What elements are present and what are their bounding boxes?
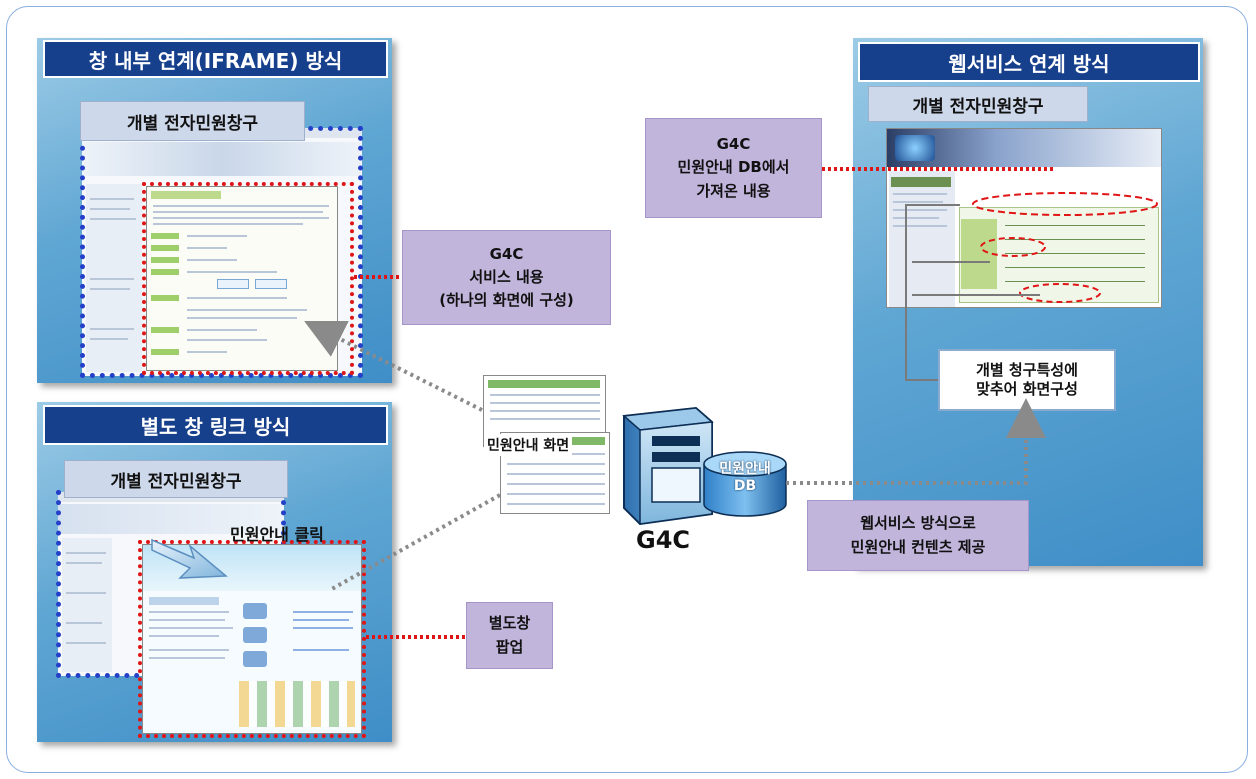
webservice-site-screenshot bbox=[886, 128, 1162, 308]
popup-note-line1: 별도창 bbox=[488, 614, 531, 633]
iframe-panel-title: 창 내부 연계(IFRAME) 방식 bbox=[43, 40, 388, 78]
webservice-provide-note: 웹서비스 방식으로 민원안내 컨텐츠 제공 bbox=[807, 500, 1029, 571]
service-note-line2: 서비스 내용 bbox=[469, 267, 544, 286]
db-label-1: 민원안내 bbox=[719, 461, 771, 477]
webservice-panel-label: 개별 전자민원창구 bbox=[868, 86, 1088, 122]
popup-note-line2: 팝업 bbox=[495, 637, 524, 656]
webservice-provide-note-line1: 웹서비스 방식으로 bbox=[860, 514, 976, 533]
iframe-panel-label: 개별 전자민원창구 bbox=[80, 101, 305, 141]
popup-note: 별도창 팝업 bbox=[466, 602, 553, 669]
popup-outline bbox=[138, 540, 366, 738]
db-note: G4C 민원안내 DB에서 가져온 내용 bbox=[645, 118, 822, 218]
db-label-2: DB bbox=[733, 478, 757, 494]
iframe-content-outline bbox=[142, 182, 354, 375]
service-note-line1: G4C bbox=[489, 244, 524, 263]
link-click-label: 민원안내 클릭 bbox=[230, 525, 324, 544]
link-panel-label: 개별 전자민원창구 bbox=[64, 460, 288, 498]
popup-arrow-icon bbox=[151, 538, 228, 579]
webservice-highlights bbox=[972, 192, 1158, 303]
service-note-line3: (하나의 화면에 구성) bbox=[439, 291, 574, 310]
db-cylinder-icon bbox=[703, 451, 787, 517]
server-label: G4C bbox=[636, 526, 691, 554]
webservice-provide-note-line2: 민원안내 컨텐츠 제공 bbox=[850, 537, 986, 556]
service-note: G4C 서비스 내용 (하나의 화면에 구성) bbox=[402, 230, 611, 325]
custom-layout-note-line1: 개별 청구특성에 bbox=[976, 360, 1078, 379]
custom-layout-note-line2: 맞추어 화면구성 bbox=[976, 380, 1078, 398]
webservice-panel-title: 웹서비스 연계 방식 bbox=[858, 42, 1200, 82]
db-note-line1: G4C bbox=[716, 135, 751, 154]
link-panel-title: 별도 창 링크 방식 bbox=[43, 405, 388, 445]
db-note-line2: 민원안내 DB에서 bbox=[677, 158, 790, 177]
db-note-line3: 가져온 내용 bbox=[696, 181, 771, 200]
guide-screen-label: 민원안내 화면 bbox=[484, 434, 573, 456]
server-icon bbox=[622, 406, 714, 526]
